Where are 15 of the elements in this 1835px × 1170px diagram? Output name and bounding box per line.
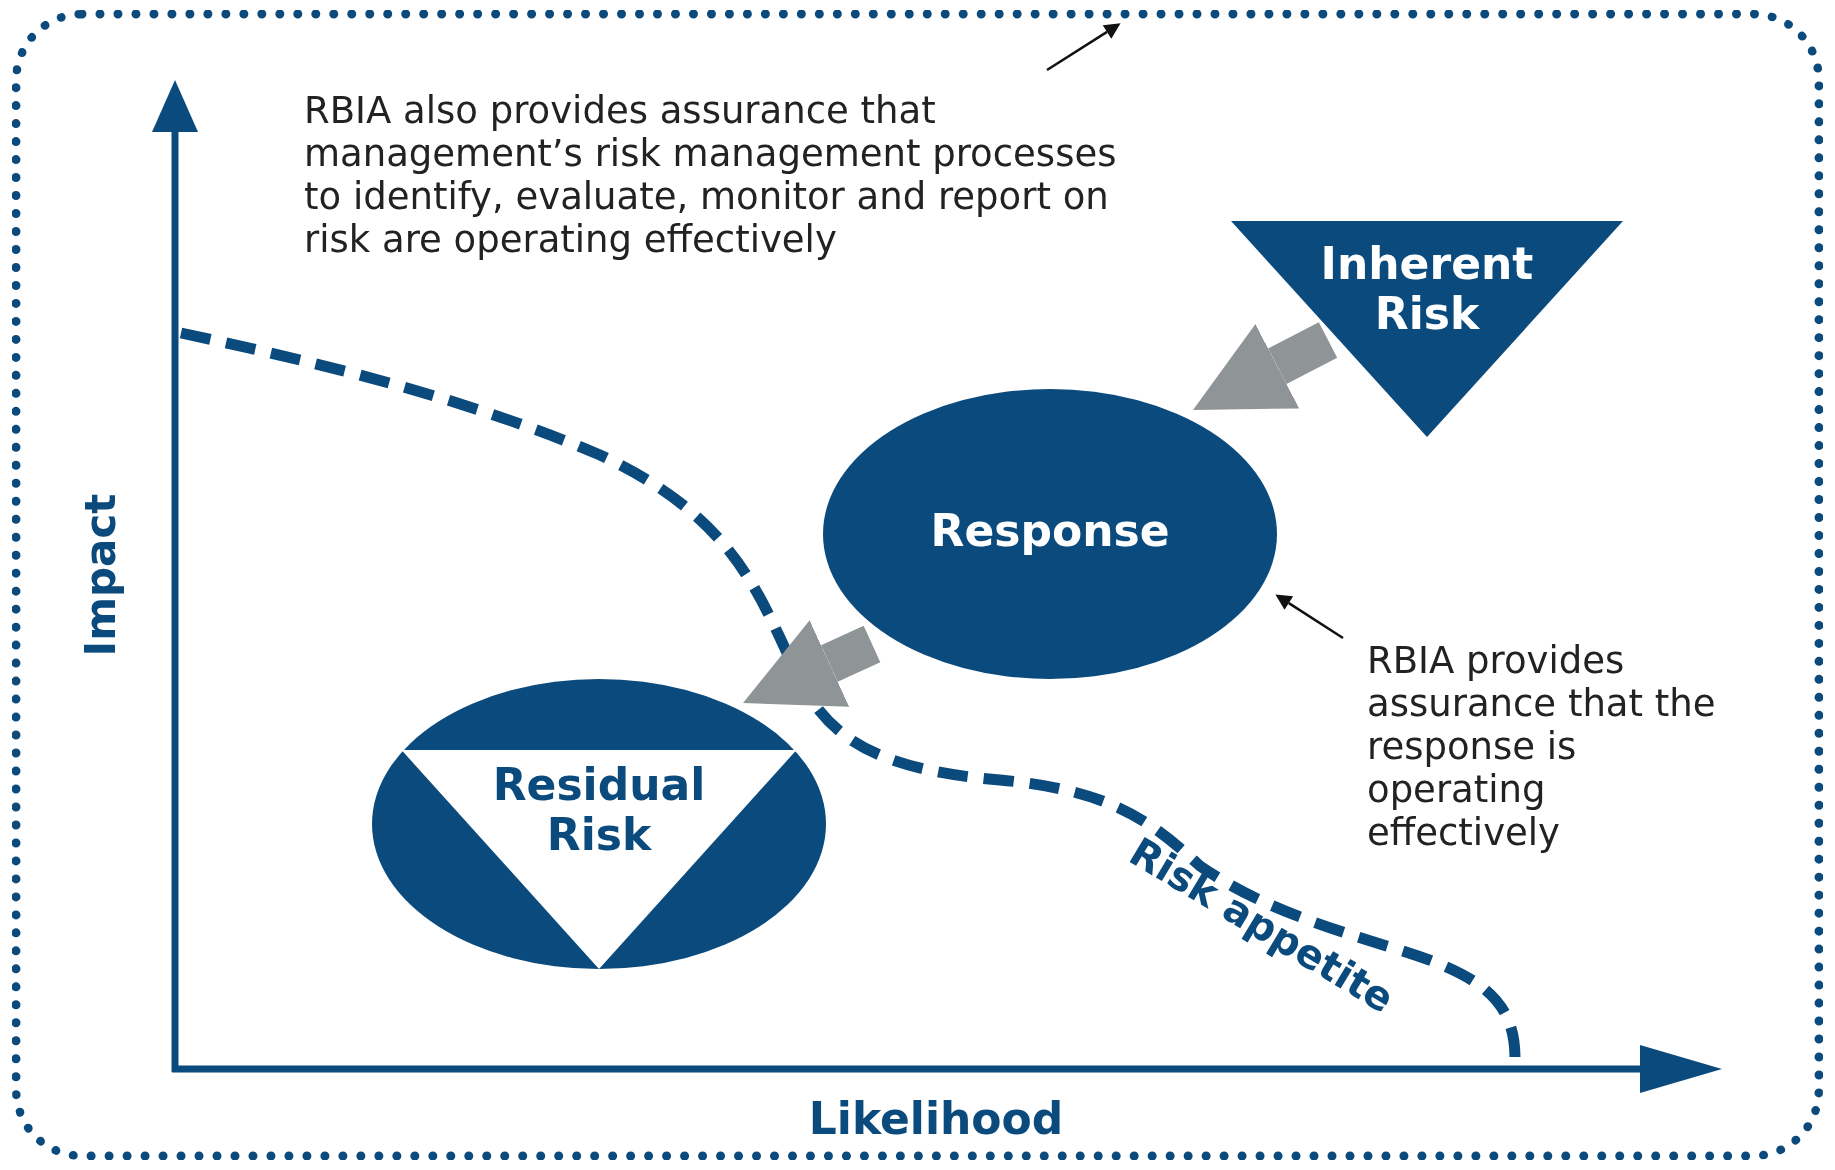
triangle-shape: [1231, 221, 1623, 437]
block-arrow: [743, 620, 881, 707]
dotted-frame: [12, 10, 1823, 1160]
annotation-text: RBIA provides assurance that the response is operating effectively: [1367, 639, 1737, 879]
node-label: Inherent Risk: [1319, 239, 1535, 339]
leader-arrow: [1275, 594, 1344, 640]
circle-shape: [823, 389, 1277, 679]
block-arrow: [1193, 322, 1338, 410]
leader-arrow: [1046, 23, 1121, 72]
node-label: Residual Risk: [491, 760, 707, 861]
annotation-text: RBIA also provides assurance that management’s risk management processes to identify, evaluate, monitor and report on risk are operating effectively: [304, 89, 1124, 319]
node-label: Response: [929, 506, 1171, 556]
circle-shape: [372, 679, 826, 969]
axis-label: Impact: [75, 493, 125, 657]
axis-label: Likelihood: [808, 1092, 1064, 1144]
